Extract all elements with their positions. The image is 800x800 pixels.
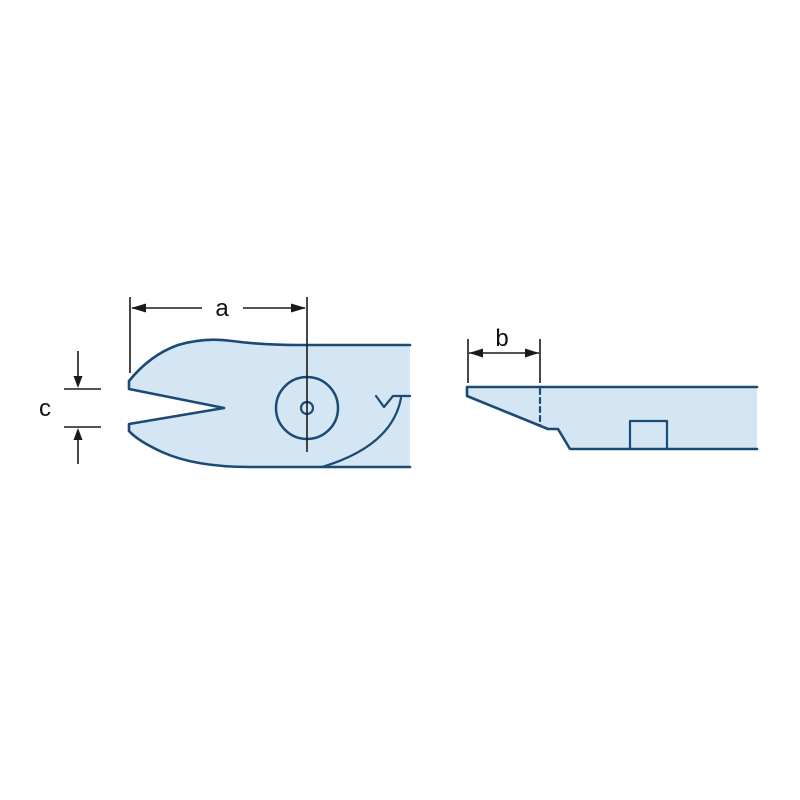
blade-top-view [465,385,759,451]
dimension-c: c [39,351,101,464]
dimension-a: a [129,295,308,452]
joint-notch [374,394,412,409]
dimension-b-arrow-right [525,348,539,358]
dimension-a-label: a [215,295,229,322]
dimension-b-arrow-left [469,348,483,358]
blade-step-lines [628,419,669,450]
blade-outline [465,385,759,451]
dimension-a-arrow-right [291,303,306,313]
dimension-c-arrow-down [73,376,83,388]
dimension-a-arrow-left [131,303,146,313]
joint-curve [320,396,403,469]
cutter-head-fill [129,339,410,467]
cutter-head-side-view [127,338,412,469]
dimension-c-arrow-up [73,428,83,440]
dimension-b: b [467,325,541,383]
blade-fill [467,387,757,449]
dimension-c-label: c [39,395,51,422]
dimension-b-label: b [495,325,508,352]
cutter-head-outline [127,338,412,469]
